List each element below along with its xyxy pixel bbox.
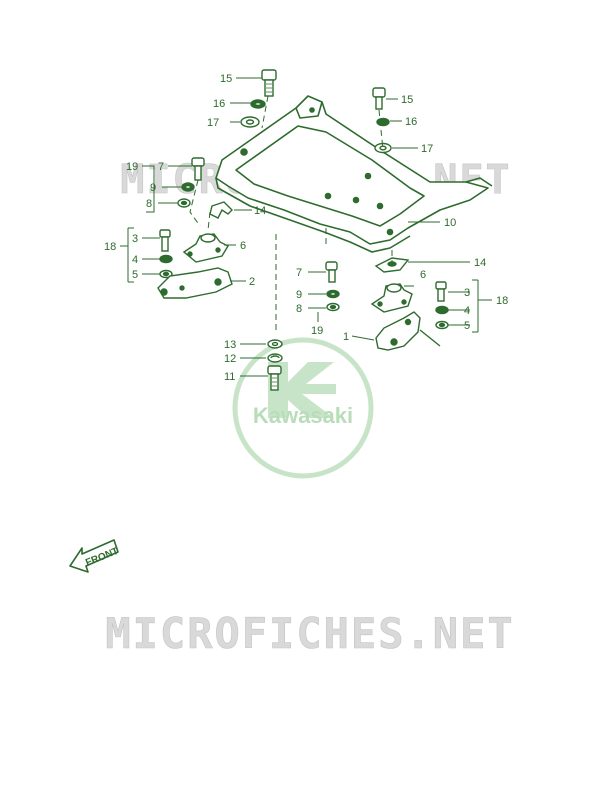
bolt-stack-top-left <box>240 69 277 128</box>
callout-11: 11 <box>224 371 235 383</box>
kawasaki-watermark-text: Kawasaki <box>253 403 353 428</box>
callout-18-left: 18 <box>104 241 116 253</box>
callout-9-center: 9 <box>296 289 302 301</box>
callout-7-center: 7 <box>296 267 302 279</box>
callout-15-left: 15 <box>220 73 232 85</box>
callout-19-center: 19 <box>311 325 323 337</box>
callout-4-right: 4 <box>464 305 470 317</box>
front-arrow-icon: FRONT <box>69 539 120 573</box>
callout-17-right: 17 <box>421 143 433 155</box>
callout-4-left: 4 <box>132 254 138 266</box>
callout-5-right: 5 <box>464 320 470 332</box>
callout-3-right: 3 <box>464 287 470 299</box>
bolt-stack-bottom <box>267 339 283 391</box>
callout-18-right: 18 <box>496 295 508 307</box>
callout-2: 2 <box>249 276 255 288</box>
callout-16-right: 16 <box>405 116 417 128</box>
callout-9-left: 9 <box>150 182 156 194</box>
callout-5-left: 5 <box>132 269 138 281</box>
callout-19-left: 19 <box>126 161 138 173</box>
callout-14-right: 14 <box>474 257 486 269</box>
callout-6-left: 6 <box>240 240 246 252</box>
callout-8-left: 8 <box>146 198 152 210</box>
engine-mount-frame <box>215 95 493 253</box>
callout-3-left: 3 <box>132 233 138 245</box>
callout-1: 1 <box>343 331 349 343</box>
bolt-set-center <box>325 261 340 312</box>
callout-14-left: 14 <box>254 205 266 217</box>
left-mount-assembly <box>157 229 233 299</box>
right-mount-assembly <box>370 257 449 351</box>
callout-6-right: 6 <box>420 269 426 281</box>
leader-lines <box>120 77 492 377</box>
callout-7-left: 7 <box>158 161 164 173</box>
callout-17-left: 17 <box>207 117 219 129</box>
callout-15-right: 15 <box>401 94 413 106</box>
callout-8-center: 8 <box>296 303 302 315</box>
watermark-bottom: MICROFICHES.NET <box>105 609 514 658</box>
callout-13: 13 <box>224 339 236 351</box>
bolt-set-left-upper <box>177 157 233 219</box>
assembly-lines <box>189 95 393 330</box>
callout-12: 12 <box>224 353 236 365</box>
callout-10: 10 <box>444 217 456 229</box>
kawasaki-watermark-logo: Kawasaki <box>232 337 374 479</box>
callout-16-left: 16 <box>213 98 225 110</box>
callout-labels: 15 16 17 15 16 17 19 7 9 8 14 18 3 4 5 6… <box>104 73 508 383</box>
